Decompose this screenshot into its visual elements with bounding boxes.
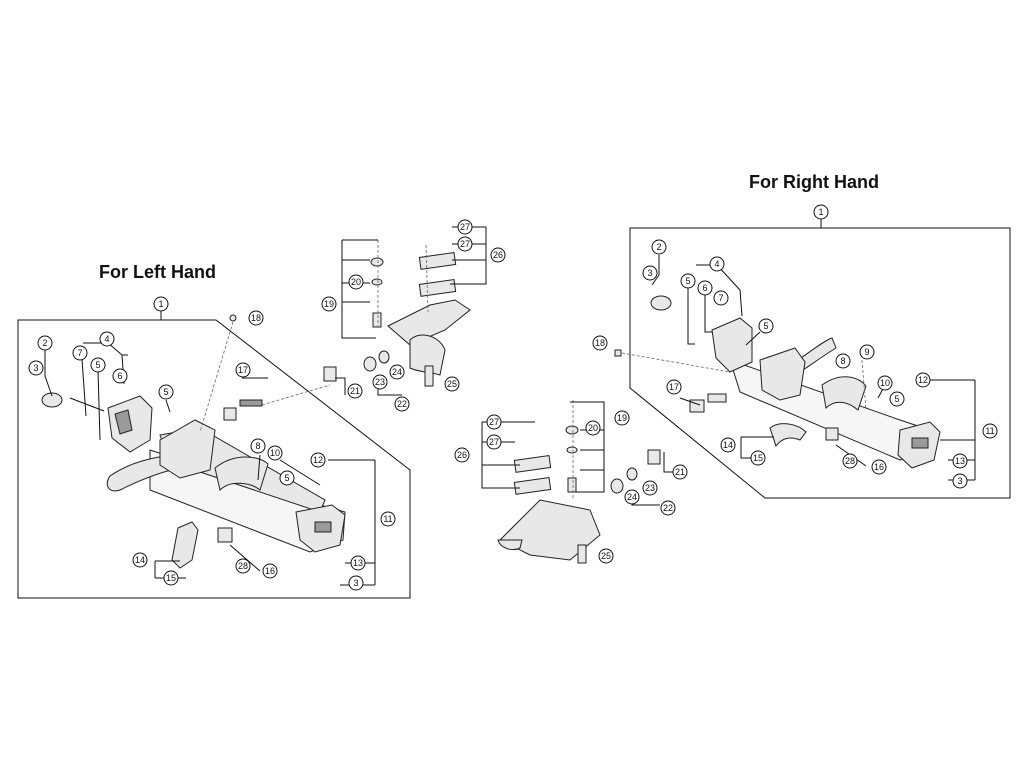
callout-13: 13 [353,558,363,568]
callout-26: 26 [493,250,503,260]
callout-27: 27 [489,437,499,447]
callout-28: 28 [238,561,248,571]
center-bottom-callouts: 19 20 27 27 26 21 23 24 22 25 [454,401,688,564]
callout-2: 2 [42,338,47,348]
callout-4: 4 [104,334,109,344]
left-assembly-frame [17,311,411,599]
callout-24: 24 [627,492,637,502]
callout-15: 15 [166,573,176,583]
callout-14: 14 [135,555,145,565]
callout-6: 6 [702,283,707,293]
callout-20: 20 [351,277,361,287]
callout-5: 5 [685,276,690,286]
callout-23: 23 [375,377,385,387]
callout-19: 19 [324,299,334,309]
callout-4: 4 [714,259,719,269]
callout-3: 3 [957,476,962,486]
callout-9: 9 [864,347,869,357]
callout-3: 3 [647,268,652,278]
callout-12: 12 [313,455,323,465]
callout-5: 5 [763,321,768,331]
callout-20: 20 [588,423,598,433]
right-hand-heading: For Right Hand [749,172,879,192]
center-top-drawing [323,240,471,387]
callout-27: 27 [489,417,499,427]
callout-23: 23 [645,483,655,493]
callout-16: 16 [874,462,884,472]
callout-13: 13 [955,456,965,466]
callout-18: 18 [251,313,261,323]
callout-11: 11 [985,426,994,436]
callout-1: 1 [818,207,823,217]
callout-3: 3 [33,363,38,373]
center-bottom-drawing [497,400,661,564]
callout-27: 27 [460,222,470,232]
callout-17: 17 [238,365,248,375]
callout-3: 3 [353,578,358,588]
callout-11: 11 [383,514,392,524]
callout-27: 27 [460,239,470,249]
callout-19: 19 [617,413,627,423]
callout-26: 26 [457,450,467,460]
right-assembly-frame [629,219,1011,499]
left-callouts: 1 2 3 4 5 6 7 5 17 18 8 10 5 12 11 13 3 … [28,296,396,591]
callout-18: 18 [595,338,605,348]
callout-8: 8 [840,356,845,366]
callout-7: 7 [77,348,82,358]
center-top-callouts: 19 20 27 27 26 23 24 22 25 [321,219,506,412]
callout-1: 1 [158,299,163,309]
callout-12: 12 [918,375,928,385]
callout-5: 5 [95,360,100,370]
callout-7: 7 [718,293,723,303]
callout-10: 10 [880,378,890,388]
callout-22: 22 [663,503,673,513]
callout-28: 28 [845,456,855,466]
callout-21: 21 [675,467,685,477]
callout-8: 8 [255,441,260,451]
callout-14: 14 [723,440,733,450]
callout-15: 15 [753,453,763,463]
callout-22: 22 [397,399,407,409]
callout-5: 5 [163,387,168,397]
callout-6: 6 [117,371,122,381]
callout-5: 5 [284,473,289,483]
callout-25: 25 [601,551,611,561]
callout-24: 24 [392,367,402,377]
right-callouts: 1 2 3 4 5 6 7 5 18 8 9 10 12 5 11 13 3 1… [592,204,998,489]
callout-10: 10 [270,448,280,458]
callout-17: 17 [669,382,679,392]
callout-21: 21 [350,386,360,396]
callout-5: 5 [894,394,899,404]
callout-25: 25 [447,379,457,389]
callout-2: 2 [656,242,661,252]
callout-16: 16 [265,566,275,576]
left-hand-heading: For Left Hand [99,262,216,282]
left-handle-drawing [41,314,346,569]
